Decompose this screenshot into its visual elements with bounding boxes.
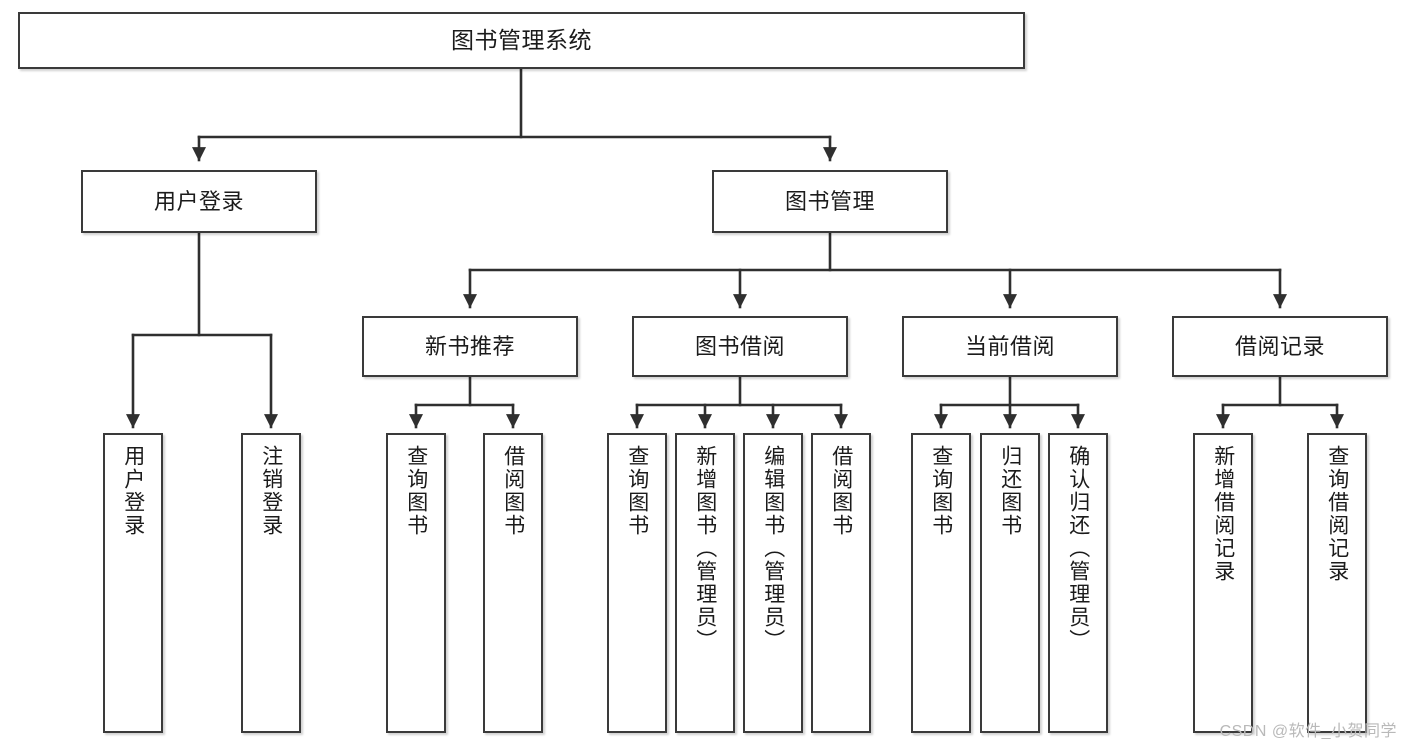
leaf-current-borrow-confirm-label: 确认归还（管理员）	[1066, 445, 1090, 652]
node-book-manage-label: 图书管理	[784, 188, 875, 214]
leaf-borrow-record-add-label: 新增借阅记录	[1211, 445, 1235, 583]
leaf-book-borrow-add[interactable]: 新增图书（管理员）	[675, 433, 735, 733]
leaf-new-book-query-label: 查询图书	[404, 445, 428, 537]
node-borrow-record[interactable]: 借阅记录	[1172, 316, 1388, 377]
leaf-current-borrow-return[interactable]: 归还图书	[980, 433, 1040, 733]
leaf-user-login-logout[interactable]: 注销登录	[241, 433, 301, 733]
node-new-book-recommend-label: 新书推荐	[424, 333, 515, 359]
node-current-borrow-label: 当前借阅	[964, 333, 1055, 359]
node-new-book-recommend[interactable]: 新书推荐	[362, 316, 578, 377]
leaf-book-borrow-query-label: 查询图书	[625, 445, 649, 537]
node-user-login-label: 用户登录	[153, 188, 244, 214]
node-book-manage[interactable]: 图书管理	[712, 170, 948, 233]
leaf-user-login-login-label: 用户登录	[121, 445, 145, 537]
leaf-book-borrow-query[interactable]: 查询图书	[607, 433, 667, 733]
leaf-book-borrow-borrow[interactable]: 借阅图书	[811, 433, 871, 733]
node-book-borrow-label: 图书借阅	[694, 333, 785, 359]
leaf-book-borrow-edit[interactable]: 编辑图书（管理员）	[743, 433, 803, 733]
leaf-borrow-record-add[interactable]: 新增借阅记录	[1193, 433, 1253, 733]
leaf-book-borrow-borrow-label: 借阅图书	[829, 445, 853, 537]
leaf-borrow-record-query[interactable]: 查询借阅记录	[1307, 433, 1367, 733]
node-book-borrow[interactable]: 图书借阅	[632, 316, 848, 377]
leaf-current-borrow-query[interactable]: 查询图书	[911, 433, 971, 733]
node-root-system[interactable]: 图书管理系统	[18, 12, 1025, 69]
csdn-watermark: CSDN @软件_小贺同学	[1219, 723, 1397, 740]
leaf-current-borrow-return-label: 归还图书	[998, 445, 1022, 537]
node-borrow-record-label: 借阅记录	[1234, 333, 1325, 359]
leaf-current-borrow-confirm[interactable]: 确认归还（管理员）	[1048, 433, 1108, 733]
leaf-current-borrow-query-label: 查询图书	[929, 445, 953, 537]
node-user-login[interactable]: 用户登录	[81, 170, 317, 233]
leaf-book-borrow-add-label: 新增图书（管理员）	[693, 445, 717, 652]
node-current-borrow[interactable]: 当前借阅	[902, 316, 1118, 377]
leaf-user-login-logout-label: 注销登录	[259, 445, 283, 537]
node-root-label: 图书管理系统	[451, 27, 592, 54]
leaf-book-borrow-edit-label: 编辑图书（管理员）	[761, 445, 785, 652]
leaf-borrow-record-query-label: 查询借阅记录	[1325, 445, 1349, 583]
leaf-new-book-borrow-label: 借阅图书	[501, 445, 525, 537]
leaf-user-login-login[interactable]: 用户登录	[103, 433, 163, 733]
leaf-new-book-query[interactable]: 查询图书	[386, 433, 446, 733]
leaf-new-book-borrow[interactable]: 借阅图书	[483, 433, 543, 733]
